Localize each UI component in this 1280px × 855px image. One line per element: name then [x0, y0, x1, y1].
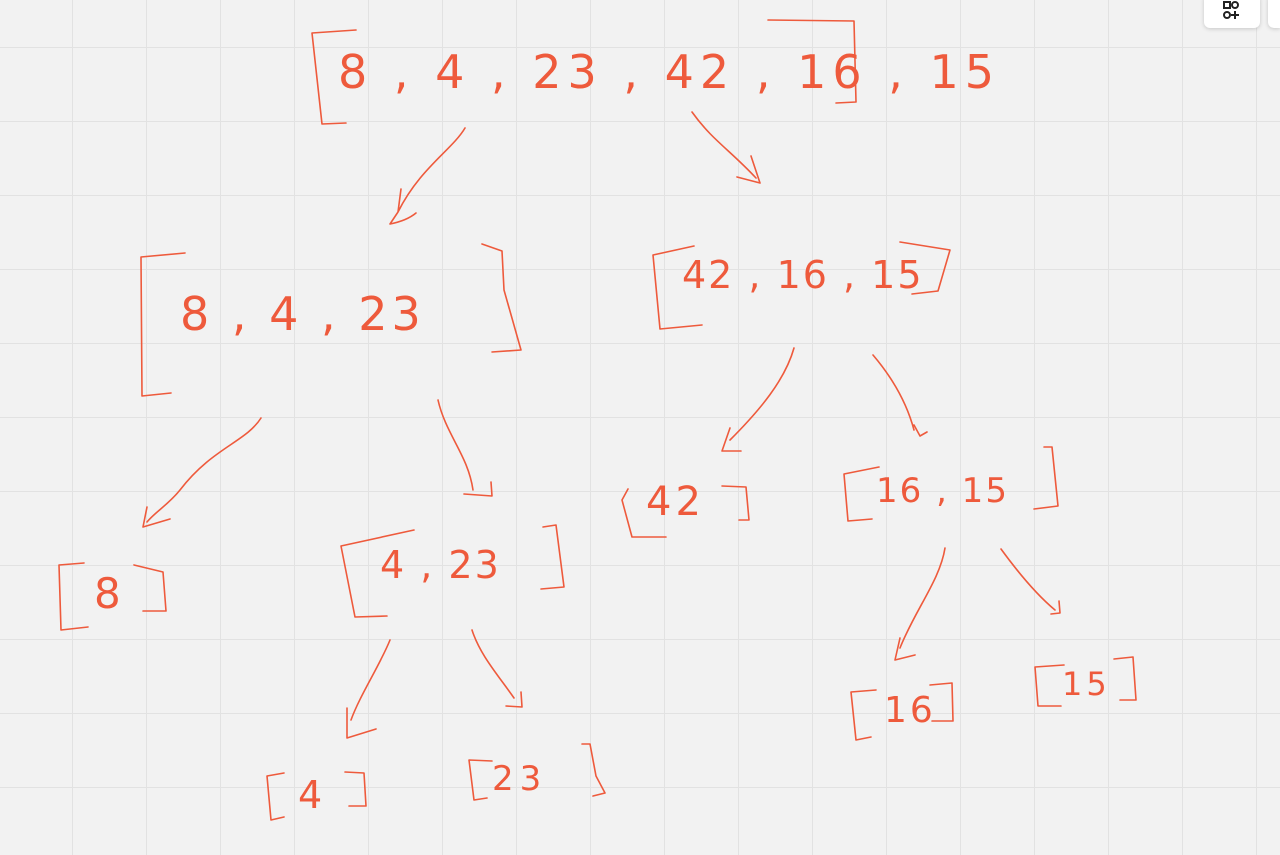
- bracket-right: [767, 19, 857, 104]
- arrow-leftright-to-4: [346, 639, 391, 739]
- bracket-left: [850, 689, 877, 741]
- arrow-rightright-to-15: [1000, 548, 1061, 615]
- bracket-right: [1113, 656, 1137, 701]
- arrow-rightright-to-16: [894, 547, 946, 661]
- bracket-right: [481, 243, 522, 353]
- node-right-right-label: 16 , 15: [876, 471, 1009, 511]
- bracket-left: [652, 245, 703, 330]
- node-rr-right-label: 15: [1062, 665, 1111, 703]
- node-left-right-label: 4 , 23: [380, 543, 501, 587]
- shapes-add-icon: [1223, 1, 1239, 19]
- node-lr-right: 23: [468, 743, 606, 801]
- arrow-root-to-left: [389, 127, 466, 225]
- arrow-left-to-leftright: [437, 399, 493, 497]
- node-right-right: 16 , 15: [843, 446, 1059, 522]
- bracket-left: [140, 252, 186, 397]
- bracket-left: [621, 488, 667, 538]
- node-left-label: 8 , 4 , 23: [180, 287, 425, 341]
- bracket-right: [540, 524, 565, 590]
- node-right-left-label: 42: [646, 479, 705, 525]
- node-left-left-label: 8: [94, 569, 121, 618]
- bracket-right: [721, 485, 750, 521]
- bracket-left: [58, 562, 89, 631]
- node-rr-right: 15: [1034, 656, 1137, 707]
- arrow-right-to-rightright: [872, 354, 928, 437]
- node-lr-right-label: 23: [492, 759, 547, 799]
- node-lr-left-label: 4: [298, 773, 322, 817]
- node-right: 42 , 16 , 15: [652, 241, 951, 330]
- arrow-left-to-leftleft: [142, 417, 262, 528]
- node-lr-left: 4: [266, 771, 367, 821]
- node-left-left: 8: [58, 562, 167, 631]
- bracket-left: [1034, 664, 1065, 707]
- bracket-left: [843, 466, 880, 522]
- node-right-left: 42: [621, 479, 750, 538]
- node-left: 8 , 4 , 23: [140, 243, 522, 397]
- node-left-right: 4 , 23: [340, 524, 565, 618]
- bracket-right: [581, 743, 606, 797]
- bracket-left: [340, 529, 415, 618]
- node-right-label: 42 , 16 , 15: [682, 253, 924, 297]
- node-rr-left: 16: [850, 682, 954, 741]
- toolbar-edge[interactable]: [1268, 0, 1280, 28]
- add-shape-button[interactable]: [1204, 0, 1260, 28]
- bracket-right: [133, 564, 167, 612]
- bracket-right: [1033, 446, 1059, 510]
- node-root-label: 8 , 4 , 23 , 42 , 16 , 15: [338, 45, 1000, 99]
- arrow-leftright-to-23: [471, 629, 523, 708]
- node-root: 8 , 4 , 23 , 42 , 16 , 15: [311, 19, 1000, 125]
- bracket-left: [468, 759, 493, 801]
- node-rr-left-label: 16: [884, 690, 936, 731]
- arrow-root-to-right: [691, 111, 761, 184]
- arrow-right-to-rightleft: [721, 347, 795, 452]
- bracket-right: [929, 682, 954, 722]
- bracket-right: [344, 771, 367, 807]
- bracket-right: [899, 241, 951, 295]
- bracket-left: [311, 29, 357, 125]
- bracket-left: [266, 772, 285, 821]
